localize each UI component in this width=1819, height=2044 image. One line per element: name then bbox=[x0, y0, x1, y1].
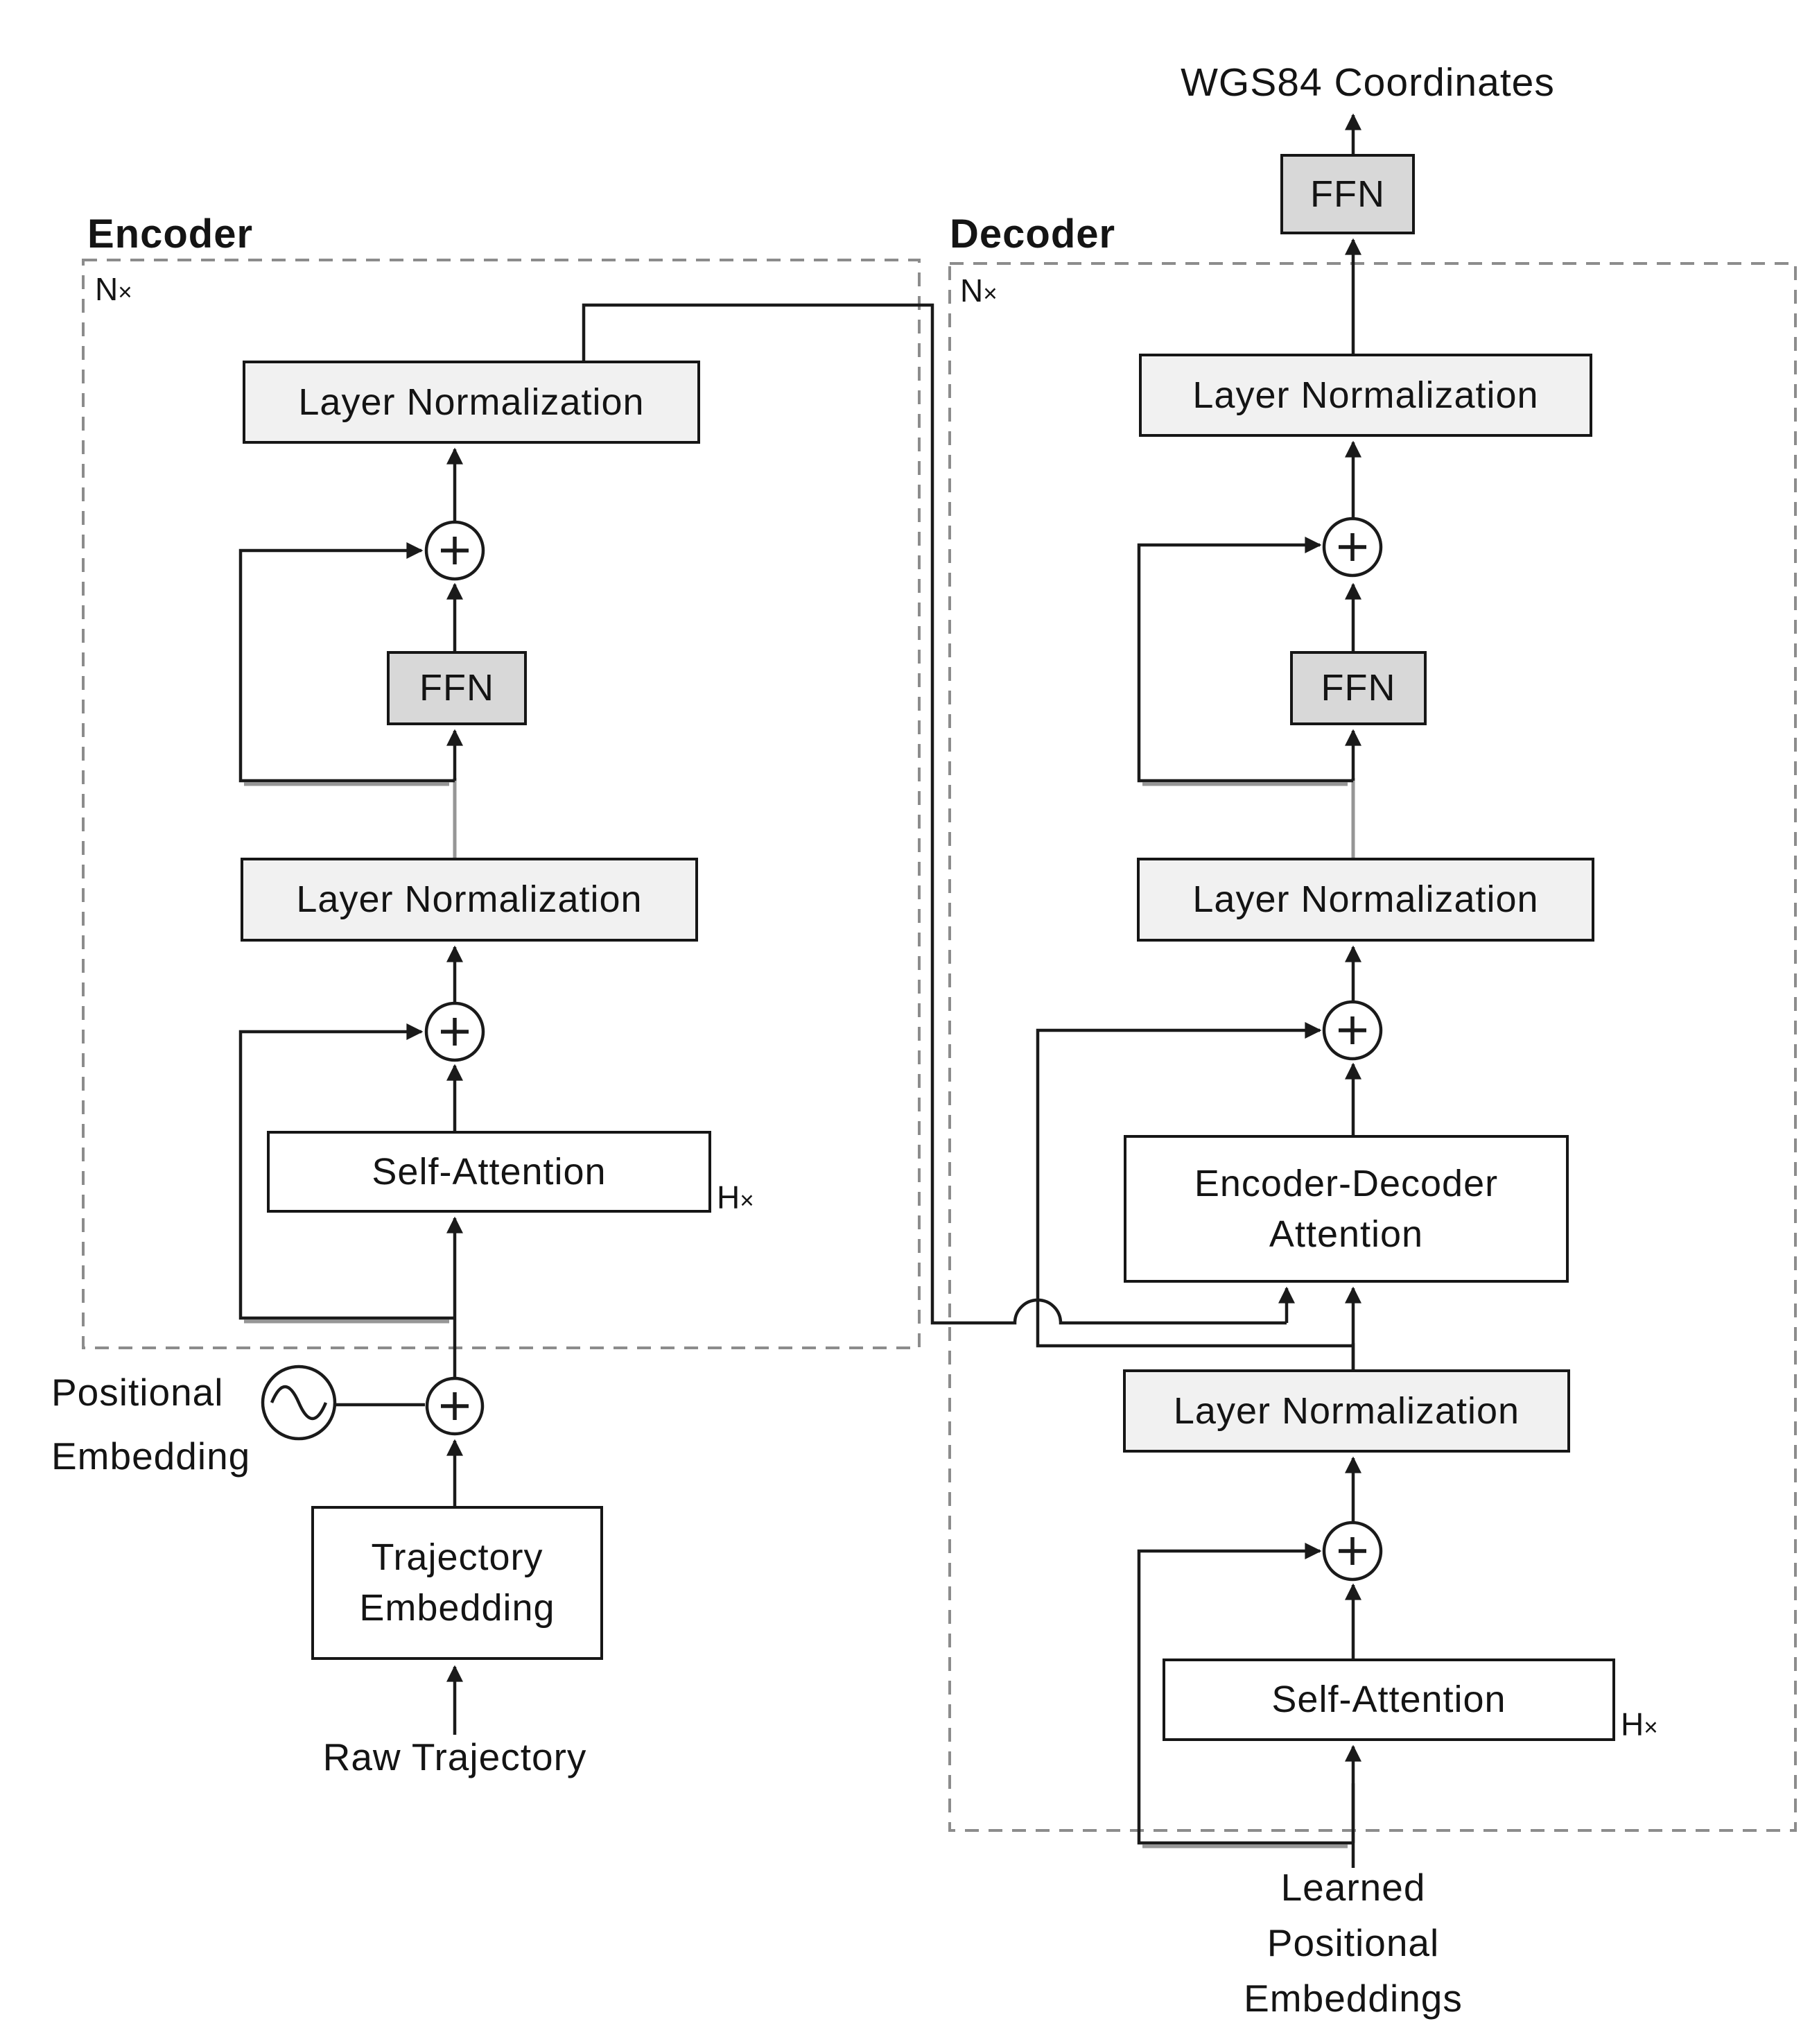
decoder-layer-norm-mid-box: Layer Normalization bbox=[1137, 858, 1594, 942]
encoder-self-attention-box: Self-Attention bbox=[267, 1131, 711, 1213]
decoder-region-border bbox=[948, 262, 1797, 1832]
decoder-skip-self-attention bbox=[1137, 1543, 1353, 1845]
encoder-wires bbox=[238, 303, 1295, 1735]
add-icon bbox=[424, 1001, 485, 1062]
grey-wire-segments bbox=[244, 778, 1355, 1848]
decoder-layer-norm-top-label: Layer Normalization bbox=[1192, 374, 1539, 416]
encoder-repeat-letter: N bbox=[95, 271, 119, 307]
positional-embedding-label-line2: Embedding bbox=[51, 1435, 251, 1478]
decoder-repeat-times: × bbox=[983, 280, 998, 307]
add-icon bbox=[1322, 1000, 1383, 1061]
encoder-heads-label: H× bbox=[717, 1179, 754, 1216]
encoder-heads-times: × bbox=[740, 1187, 754, 1214]
output-ffn-box: FFN bbox=[1280, 154, 1415, 234]
decoder-wires bbox=[1036, 113, 1361, 1868]
decoder-repeat-letter: N bbox=[960, 272, 984, 309]
decoder-input-label-line3: Embeddings bbox=[1244, 1977, 1463, 2020]
encoder-decoder-attention-box: Encoder-Decoder Attention bbox=[1124, 1135, 1569, 1283]
encoder-ffn-box: FFN bbox=[387, 651, 527, 725]
trajectory-embedding-line2: Embedding bbox=[359, 1587, 555, 1629]
decoder-self-attention-label: Self-Attention bbox=[1271, 1679, 1506, 1721]
trajectory-embedding-line1: Trajectory bbox=[371, 1536, 543, 1579]
positional-embedding-label-line1: Positional bbox=[51, 1371, 224, 1414]
encoder-ffn-label: FFN bbox=[419, 667, 494, 709]
decoder-label: Decoder bbox=[950, 211, 1116, 257]
decoder-layer-norm-mid-label: Layer Normalization bbox=[1192, 878, 1539, 921]
add-icon bbox=[424, 520, 485, 581]
encoder-heads-letter: H bbox=[717, 1179, 740, 1215]
decoder-layer-norm-bottom-box: Layer Normalization bbox=[1123, 1369, 1570, 1453]
encoder-skip-self-attention bbox=[238, 1023, 455, 1320]
decoder-input-label-line1: Learned bbox=[1280, 1866, 1426, 1909]
encoder-output-wire bbox=[582, 303, 1287, 1325]
encoder-decoder-attention-line1: Encoder-Decoder bbox=[1194, 1162, 1499, 1204]
encoder-layer-norm-top-box: Layer Normalization bbox=[243, 361, 700, 444]
encoder-skip-ffn bbox=[238, 542, 455, 783]
output-title: WGS84 Coordinates bbox=[1181, 60, 1555, 105]
encoder-repeat-times: × bbox=[118, 279, 132, 306]
decoder-input-label-line2: Positional bbox=[1267, 1921, 1440, 1964]
encoder-layer-norm-mid-box: Layer Normalization bbox=[241, 858, 698, 942]
decoder-heads-label: H× bbox=[1621, 1706, 1658, 1743]
decoder-heads-times: × bbox=[1644, 1714, 1658, 1741]
decoder-ffn-box: FFN bbox=[1290, 651, 1427, 725]
decoder-layer-norm-top-box: Layer Normalization bbox=[1139, 354, 1592, 437]
encoder-layer-norm-mid-label: Layer Normalization bbox=[296, 878, 643, 921]
add-icon bbox=[425, 1376, 485, 1436]
raw-trajectory-label: Raw Trajectory bbox=[322, 1735, 587, 1778]
encoder-layer-norm-top-label: Layer Normalization bbox=[298, 381, 645, 423]
output-ffn-label: FFN bbox=[1310, 173, 1385, 215]
encoder-self-attention-label: Self-Attention bbox=[372, 1150, 607, 1193]
decoder-skip-ffn bbox=[1137, 537, 1353, 783]
add-icon bbox=[1322, 517, 1383, 578]
decoder-repeat-label: N× bbox=[960, 272, 998, 309]
encoder-decoder-attention-line2: Attention bbox=[1269, 1213, 1424, 1255]
decoder-self-attention-box: Self-Attention bbox=[1163, 1658, 1615, 1741]
encoder-region-border bbox=[82, 259, 921, 1349]
add-icon bbox=[1322, 1521, 1383, 1582]
encoder-repeat-label: N× bbox=[95, 270, 132, 308]
positional-encoding-sine-icon bbox=[261, 1365, 337, 1441]
decoder-ffn-label: FFN bbox=[1321, 667, 1396, 709]
decoder-layer-norm-bottom-label: Layer Normalization bbox=[1173, 1389, 1520, 1432]
decoder-heads-letter: H bbox=[1621, 1706, 1644, 1742]
trajectory-embedding-box: Trajectory Embedding bbox=[311, 1506, 603, 1660]
decoder-skip-edattention bbox=[1036, 1022, 1353, 1348]
encoder-label: Encoder bbox=[87, 211, 254, 257]
